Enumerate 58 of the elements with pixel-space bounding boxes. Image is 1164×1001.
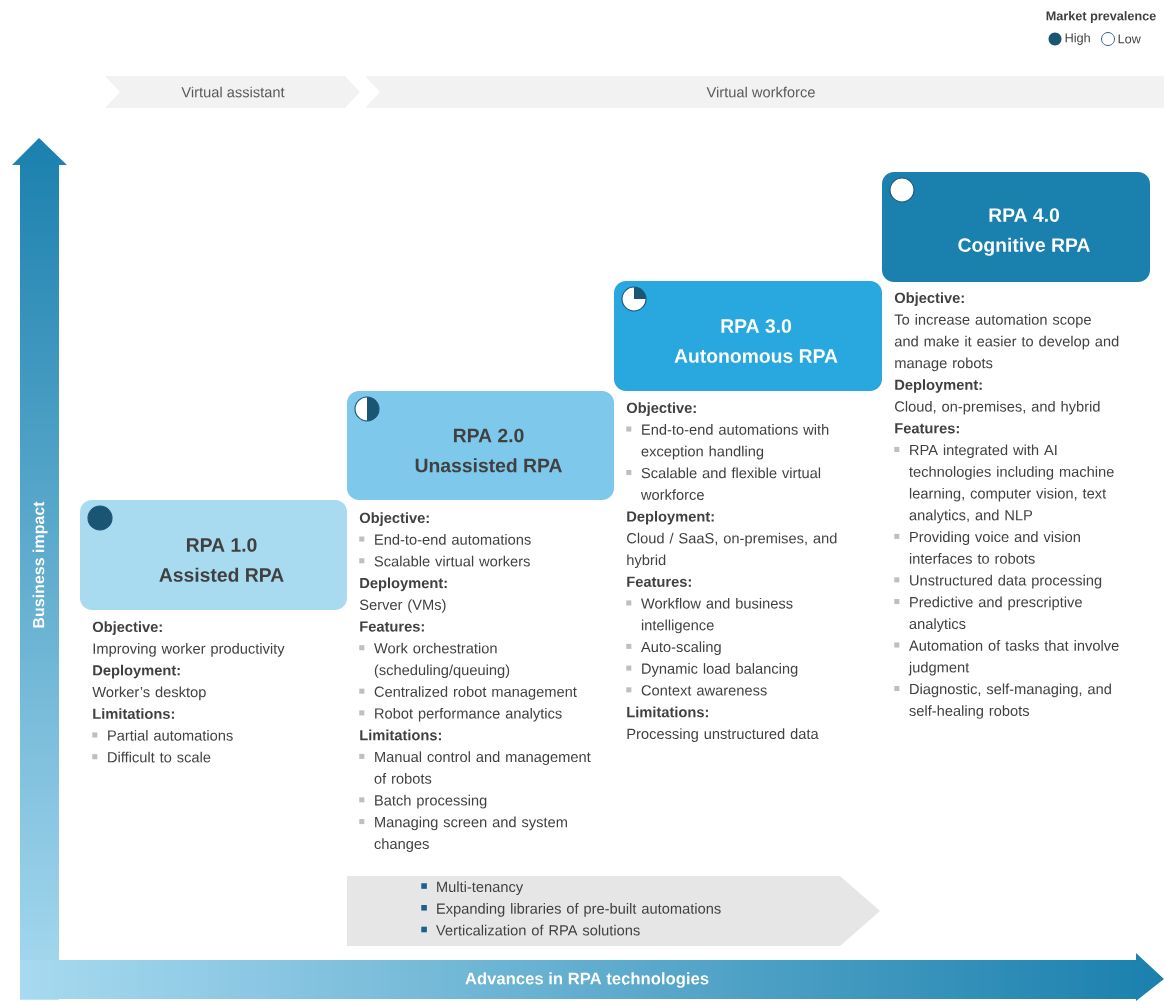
section-heading: Objective: — [894, 292, 964, 306]
bullet-item: Workflow and business intelligence — [626, 597, 793, 634]
stage-box: RPA 4.0 Cognitive RPA — [882, 172, 1150, 282]
axis-arrow: Business impact — [32, 501, 48, 628]
bullet-item: Automation of tasks that involve judgment — [894, 640, 1119, 676]
body-text: Cloud / SaaS, on-premises, and hybrid — [627, 532, 837, 569]
body-text: Server (VMs) — [359, 599, 446, 613]
section-heading: Objective: — [359, 512, 429, 526]
section-heading: Limitations: — [360, 729, 441, 741]
bullet-item: Manual control and management of robots — [359, 751, 591, 784]
body-text: Improving worker productivity — [93, 643, 285, 657]
bullet-item: Batch processing — [359, 794, 487, 809]
bullet-item: RPA integrated with AI technologies including machine learning, computer vision, text analytics, and NLP — [894, 444, 1114, 524]
section-heading: Objective: — [626, 402, 696, 416]
bullet-item: Difficult to scale — [92, 751, 211, 763]
stage-box: RPA 1.0 Assisted RPA — [80, 500, 347, 610]
stage-box: RPA 2.0 Unassisted RPA — [347, 391, 614, 500]
bullet-item: Scalable virtual workers — [359, 555, 530, 567]
section-heading: Deployment: — [93, 664, 180, 679]
bullet-item: Managing screen and system changes — [359, 816, 567, 852]
bullet-item: End-to-end automations with exception handling — [626, 424, 829, 460]
body-text: To increase automation scope and make it easier to develop and manage robots — [894, 314, 1119, 372]
section-heading: Deployment: — [895, 379, 982, 393]
axis-arrow: Advances in RPA technologies — [465, 972, 709, 988]
bullet-item: Partial automations — [92, 729, 233, 741]
legend-text: High — [1065, 33, 1090, 45]
bullet-item: Centralized robot management — [359, 686, 577, 700]
section-heading: Objective: — [92, 621, 162, 635]
section-heading: Deployment: — [627, 510, 714, 525]
legend-title: Market prevalence — [1046, 11, 1156, 23]
bullet-item: Expanding libraries of pre-built automations — [421, 903, 721, 917]
body-text: Processing unstructured data — [627, 728, 819, 742]
bullet-item: Context awareness — [626, 685, 767, 696]
chevron-band — [347, 876, 880, 946]
body-text: Cloud, on-premises, and hybrid — [895, 400, 1100, 415]
section-heading: Deployment: — [360, 577, 447, 592]
bullet-item: Predictive and prescriptive analytics — [894, 596, 1082, 632]
section-heading: Features: — [627, 576, 691, 587]
chevron-banner: Virtual assistant — [105, 76, 360, 108]
bullet-item: End-to-end automations — [359, 534, 531, 545]
bullet-item: Robot performance analytics — [359, 707, 562, 722]
bullet-item: Auto-scaling — [626, 641, 721, 655]
chevron-banner: Virtual workforce — [365, 76, 1164, 108]
bullet-item: Diagnostic, self-managing, and self-healing robots — [894, 683, 1111, 719]
bullet-item: Scalable and flexible virtual workforce — [626, 467, 821, 500]
bullet-item: Work orchestration (scheduling/queuing) — [359, 642, 510, 679]
section-heading: Limitations: — [627, 706, 708, 718]
section-heading: Limitations: — [93, 708, 174, 719]
stage-box: RPA 3.0 Autonomous RPA — [614, 281, 882, 391]
bullet-item: Unstructured data processing — [894, 574, 1102, 589]
section-heading: Features: — [895, 423, 959, 434]
bullet-item: Dynamic load balancing — [626, 663, 798, 677]
bullet-item: Providing voice and vision interfaces to robots — [894, 531, 1080, 564]
section-heading: Features: — [360, 621, 424, 632]
bullet-item: Multi-tenancy — [421, 881, 524, 895]
legend-text: Low — [1118, 34, 1141, 44]
body-text: Worker’s desktop — [92, 686, 206, 701]
bullet-item: Verticalization of RPA solutions — [421, 924, 640, 936]
